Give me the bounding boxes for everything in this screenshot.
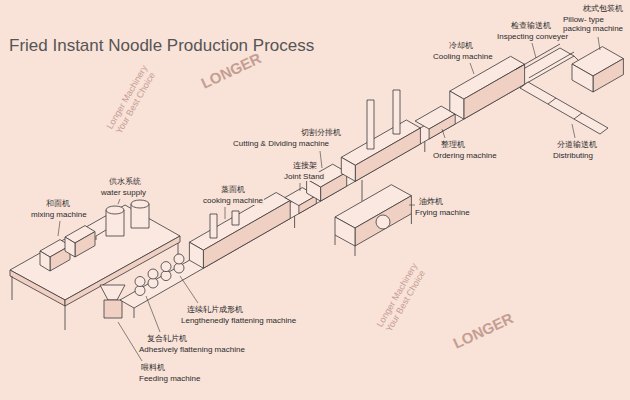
roller [135, 286, 145, 296]
exhaust-stack [367, 100, 374, 149]
chinese-label: 检查输送机 [510, 21, 552, 30]
mixer-front [75, 232, 95, 257]
frying-pipe [362, 180, 363, 201]
chinese-label: 分道输送机 [556, 140, 598, 149]
frying-leg [355, 246, 356, 256]
cooking-front [203, 201, 290, 269]
exhaust-stack [393, 90, 400, 134]
chinese-label: 油炸机 [418, 197, 444, 206]
conveyor-leg [294, 216, 295, 228]
frying-front [355, 196, 411, 246]
mixer-side [65, 237, 75, 257]
leader-line [180, 276, 198, 303]
frying-leg [335, 235, 336, 245]
table-leg [12, 276, 13, 300]
english-label: Cooling machine [432, 52, 494, 61]
roller [148, 269, 158, 279]
distributing-roller [574, 113, 582, 119]
roller [161, 271, 171, 281]
leader-line [470, 63, 474, 74]
leader-line [118, 322, 142, 361]
chinese-label: 连续轧片成形机 [186, 305, 244, 314]
roller [135, 277, 145, 287]
water-tank-top [106, 206, 124, 214]
distributing-roller [548, 98, 556, 104]
english-label: Cutting & Dividing machine [232, 139, 330, 148]
roller [174, 254, 184, 264]
english-label: mixing machine [30, 210, 88, 219]
chimney [210, 214, 217, 238]
english-label: water supply [100, 188, 147, 197]
frying-side [335, 217, 355, 246]
cooking-side [189, 242, 203, 268]
english-label: cooking machine [202, 196, 264, 205]
english-label: Feeding machine [138, 374, 201, 383]
watermark-logo: LONGER [197, 49, 264, 93]
watermark-logo: LONGER [449, 309, 516, 353]
inspect-rail [515, 44, 560, 70]
conveyor-leg [134, 308, 135, 318]
cooling-front [464, 64, 525, 119]
chimney [232, 211, 239, 225]
leader-line [58, 221, 60, 236]
chinese-label: 冷却机 [448, 41, 474, 50]
leader-line [225, 207, 226, 219]
roller [161, 262, 171, 272]
english-label: Inspecting conveyer [496, 32, 569, 41]
english-label: Lengthenedly flattening machine [180, 316, 297, 325]
feeding-hopper [100, 285, 125, 300]
roller [174, 263, 184, 273]
leader-line [300, 183, 301, 191]
english-label: Adhesively flattening machine [138, 345, 246, 354]
mixer-side [40, 251, 50, 271]
joint-stand-front [299, 196, 316, 214]
chinese-label: 连接架 [292, 161, 318, 170]
frying-leg [411, 214, 412, 224]
conveyor-leg [424, 142, 425, 153]
feeding-body [104, 300, 122, 318]
chinese-label: 枕式包装机 [582, 4, 624, 13]
title: Fried Instant Noodle Production Process [8, 36, 315, 56]
chinese-label: 切割分排机 [300, 128, 342, 137]
leader-line [146, 296, 160, 332]
ordering-front [429, 114, 455, 139]
packing-side [572, 64, 593, 92]
roller [148, 278, 158, 288]
packing-front [593, 59, 623, 92]
leader-line [532, 43, 536, 58]
chinese-label: 供水系统 [108, 177, 142, 186]
frying-hood-front [355, 128, 420, 181]
english-label: Frying machine [414, 208, 471, 217]
conveyor-frame [120, 48, 574, 308]
chinese-label: 蒸面机 [220, 185, 246, 194]
table-leg [65, 306, 66, 330]
table-edge [10, 270, 65, 306]
leader-line [572, 124, 575, 138]
leader-line [320, 151, 322, 168]
cooling-side [450, 91, 464, 119]
leader-line [118, 199, 120, 204]
water-tank-top [131, 200, 149, 208]
leader-line [598, 37, 600, 50]
english-label: Pillow- type packing machine [562, 15, 626, 33]
english-label: Joint Stand [283, 172, 325, 181]
frying-hood-side [341, 157, 355, 181]
english-label: Ordering machine [432, 151, 498, 160]
chinese-label: 复合轧片机 [146, 334, 188, 343]
chinese-label: 和面机 [45, 199, 71, 208]
chinese-label: 整理机 [440, 140, 466, 149]
frying-drum [376, 215, 390, 229]
leader-line [409, 205, 415, 206]
water-pipe [96, 230, 106, 240]
english-label: Distributing [552, 151, 594, 160]
leader-line [442, 129, 445, 138]
cutting-side [307, 179, 321, 201]
chinese-label: 喂料机 [140, 363, 166, 372]
